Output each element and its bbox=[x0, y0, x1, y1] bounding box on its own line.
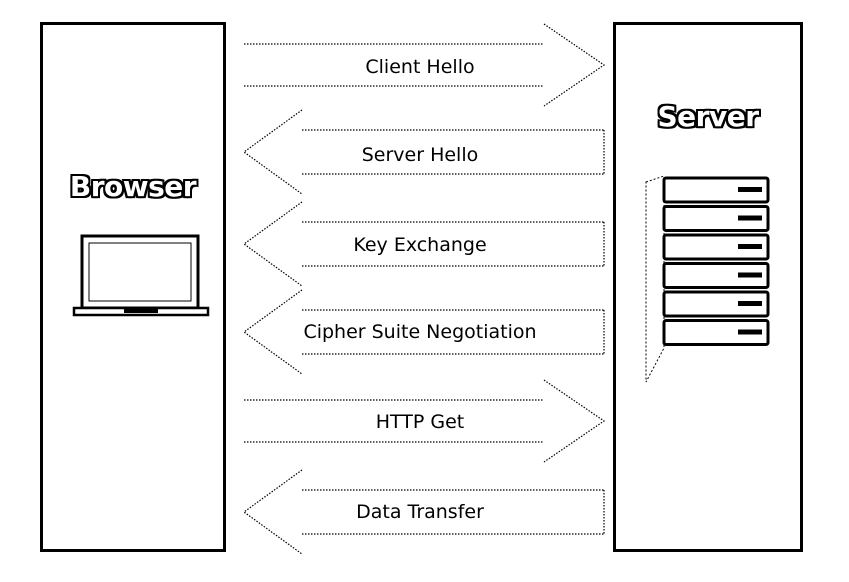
message-arrow bbox=[244, 23, 606, 107]
message-arrow bbox=[242, 289, 605, 375]
message-label: HTTP Get bbox=[375, 411, 465, 433]
message-arrow bbox=[244, 379, 606, 463]
server-unit bbox=[662, 290, 770, 318]
message-arrow bbox=[242, 109, 605, 195]
message-label: Cipher Suite Negotiation bbox=[303, 321, 537, 343]
message-arrow bbox=[242, 201, 605, 287]
server-unit bbox=[662, 319, 770, 346]
message-label: Data Transfer bbox=[356, 501, 484, 523]
message-arrow bbox=[242, 469, 605, 555]
browser-title: Browser bbox=[69, 170, 197, 203]
laptop-icon bbox=[72, 234, 210, 317]
server-title: Server bbox=[657, 100, 759, 133]
server-unit bbox=[662, 205, 770, 232]
message-label: Client Hello bbox=[365, 56, 475, 78]
message-label: Key Exchange bbox=[353, 234, 487, 256]
server-unit bbox=[662, 262, 770, 289]
server-unit bbox=[662, 176, 770, 204]
message-label: Server Hello bbox=[361, 144, 479, 166]
server-rack-icon bbox=[645, 175, 770, 383]
server-unit bbox=[662, 233, 770, 261]
